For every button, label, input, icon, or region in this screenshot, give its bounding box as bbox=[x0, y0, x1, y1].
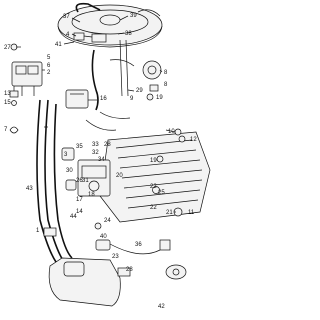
callout-30: 30 bbox=[66, 168, 73, 174]
callout-27: 27 bbox=[4, 45, 11, 51]
callout-43: 43 bbox=[26, 186, 33, 192]
control-solenoid-module bbox=[11, 61, 43, 96]
callout-11: 11 bbox=[188, 210, 195, 216]
vacuum-hose-routing-diagram: 37 39 4 41 38 5 6 2 27 7 13 15 8 8 19 29… bbox=[4, 2, 211, 310]
vacuum-hoses bbox=[36, 39, 135, 263]
vacuum-valve-upper bbox=[73, 32, 107, 43]
callout-41: 41 bbox=[55, 42, 62, 48]
callout-15: 15 bbox=[4, 100, 11, 106]
callout-9: 9 bbox=[130, 96, 134, 102]
callout-39: 39 bbox=[130, 13, 137, 19]
vacuum-tank bbox=[65, 89, 89, 109]
callout-8b: 8 bbox=[164, 82, 168, 88]
callout-21: 21 bbox=[166, 210, 173, 216]
callout-19a: 19 bbox=[156, 95, 163, 101]
callout-37: 37 bbox=[63, 14, 70, 20]
callout-1: 1 bbox=[36, 228, 40, 234]
callout-4: 4 bbox=[66, 32, 70, 38]
callout-6: 6 bbox=[47, 63, 51, 69]
callout-42: 42 bbox=[158, 304, 165, 310]
callout-36: 36 bbox=[135, 242, 142, 248]
callout-22a: 22 bbox=[150, 184, 157, 190]
callout-18: 18 bbox=[88, 192, 95, 198]
callout-3: 3 bbox=[64, 152, 68, 158]
callout-7: 7 bbox=[4, 127, 8, 133]
callout-22b: 22 bbox=[150, 205, 157, 211]
callout-34: 34 bbox=[98, 157, 105, 163]
callout-17: 17 bbox=[76, 197, 83, 203]
small-fitting-parts bbox=[9, 43, 19, 134]
callout-labels: 37 39 4 41 38 5 6 2 27 7 13 15 8 8 19 29… bbox=[4, 13, 197, 310]
callout-2: 2 bbox=[47, 70, 51, 76]
callout-16: 16 bbox=[100, 96, 107, 102]
callout-29: 29 bbox=[136, 88, 143, 94]
callout-12: 12 bbox=[190, 137, 197, 143]
callout-23: 23 bbox=[112, 254, 119, 260]
left-side-valves bbox=[43, 147, 102, 237]
callout-28a: 28 bbox=[104, 142, 111, 148]
callout-8a: 8 bbox=[164, 70, 168, 76]
callout-31: 31 bbox=[82, 178, 89, 184]
callout-38: 38 bbox=[125, 31, 132, 37]
callout-20: 20 bbox=[116, 173, 123, 179]
callout-40: 40 bbox=[100, 234, 107, 240]
callout-28b: 28 bbox=[126, 267, 133, 273]
callout-35: 35 bbox=[76, 144, 83, 150]
lower-components bbox=[48, 239, 187, 307]
callout-5: 5 bbox=[47, 55, 51, 61]
leader-lines bbox=[16, 15, 176, 213]
callout-33: 33 bbox=[92, 142, 99, 148]
vacuum-canister bbox=[142, 60, 162, 101]
callout-24: 24 bbox=[104, 218, 111, 224]
callout-19b: 19 bbox=[150, 158, 157, 164]
callout-25: 25 bbox=[158, 190, 165, 196]
callout-14: 14 bbox=[76, 209, 83, 215]
callout-44: 44 bbox=[70, 214, 77, 220]
callout-32: 32 bbox=[92, 150, 99, 156]
callout-13: 13 bbox=[4, 91, 11, 97]
callout-26: 26 bbox=[76, 178, 83, 184]
intake-manifold-assembly bbox=[77, 131, 211, 223]
callout-10: 10 bbox=[168, 129, 175, 135]
air-cleaner-housing bbox=[57, 2, 163, 48]
